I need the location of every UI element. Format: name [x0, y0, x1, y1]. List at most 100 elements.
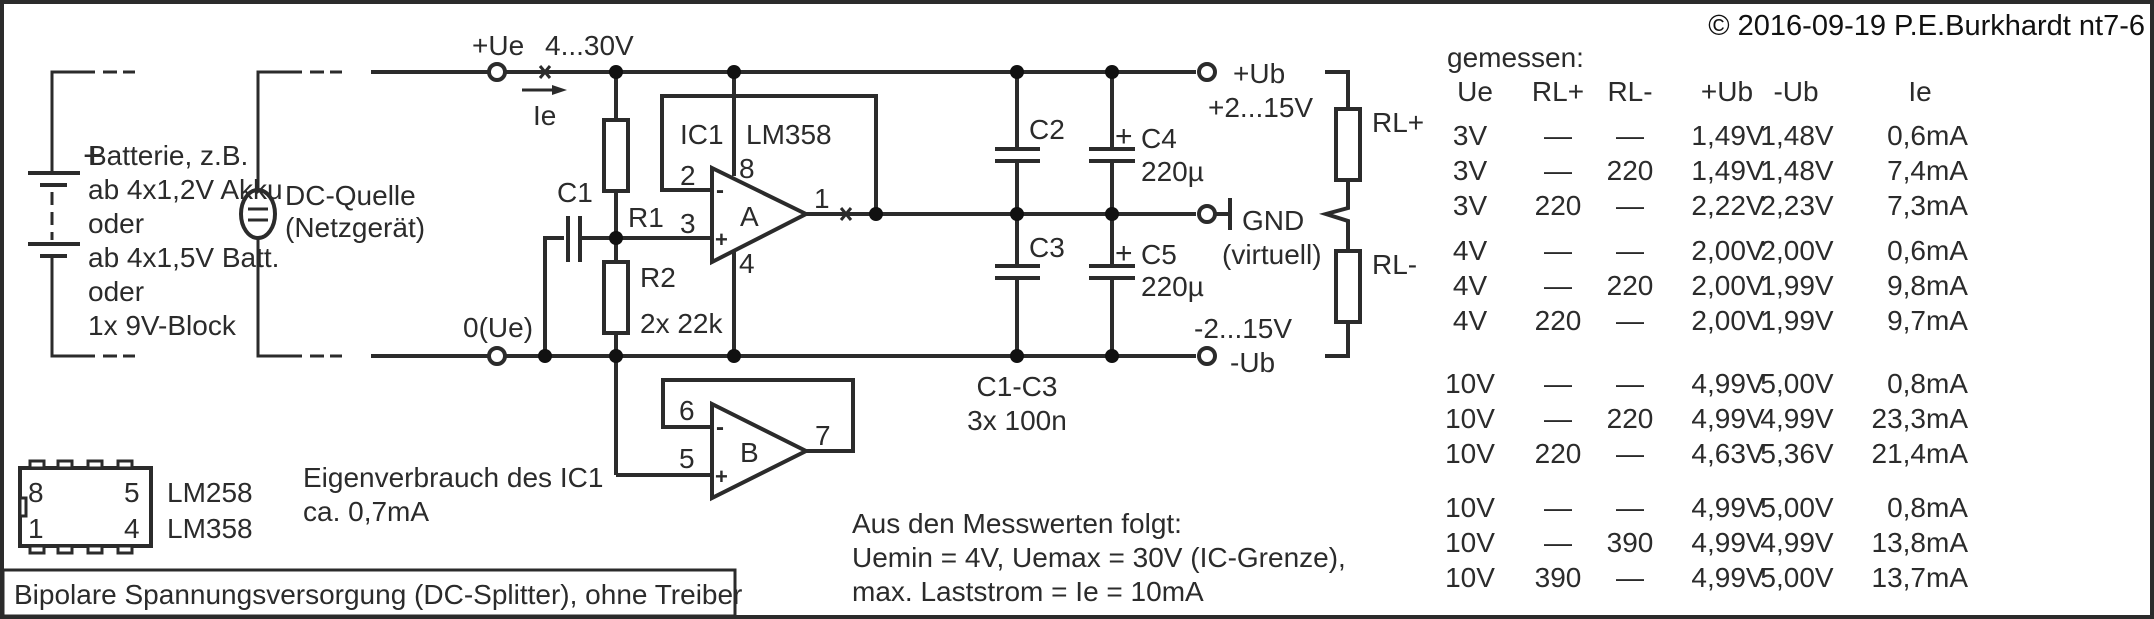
table-cell: 1,48V: [1760, 155, 1833, 186]
table-cell: 13,8mA: [1872, 527, 1969, 558]
table-cell: 5,36V: [1760, 438, 1833, 469]
table-cell: 10V: [1445, 438, 1495, 469]
dip-package-icon: [18, 459, 153, 555]
table-cell: —: [1544, 492, 1572, 523]
opamp-a: [710, 164, 811, 266]
package-pin-5: 5: [124, 477, 140, 508]
r1-label: R1: [628, 202, 664, 233]
table-cell: 1,49V: [1691, 120, 1764, 151]
table-heading: gemessen:: [1447, 42, 1584, 73]
table-cell: —: [1544, 155, 1572, 186]
battery-plus-sign: +: [83, 137, 103, 175]
page-title: Bipolare Spannungsversorgung (DC-Splitte…: [14, 579, 742, 610]
ic1-label: IC1: [680, 119, 724, 150]
table-header: -Ub: [1773, 76, 1818, 107]
table-cell: 2,00V: [1691, 270, 1764, 301]
table-cell: 1,49V: [1691, 155, 1764, 186]
c-group-label: C1-C3: [977, 371, 1058, 402]
table-cell: 2,22V: [1691, 190, 1764, 221]
table-cell: 4,99V: [1691, 562, 1764, 593]
pin-6: 6: [679, 395, 695, 426]
input-range-label: 4...30V: [545, 30, 634, 61]
resistor-r1: [602, 118, 630, 193]
battery-line: oder: [88, 208, 144, 239]
opamp-a-plus: +: [715, 227, 728, 252]
rl-plus-label: RL+: [1372, 107, 1424, 138]
c4-plus: +: [1115, 120, 1133, 153]
table-cell: 3V: [1453, 190, 1488, 221]
terminal-plus-ue: [487, 62, 507, 82]
load-resistors: [1318, 70, 1362, 358]
table-cell: 1,99V: [1760, 270, 1833, 301]
pin-3: 3: [680, 208, 696, 239]
table-cell: 7,3mA: [1887, 190, 1968, 221]
battery-line: ab 4x1,2V Akku: [88, 174, 283, 205]
conclusion-note: max. Laststrom = Ie = 10mA: [852, 576, 1204, 607]
package-pin-8: 8: [28, 477, 44, 508]
battery-line: 1x 9V-Block: [88, 310, 237, 341]
battery-line: Batterie, z.B.: [88, 140, 248, 171]
table-cell: —: [1616, 562, 1644, 593]
package-name: LM258: [167, 477, 253, 508]
table-cell: 220: [1535, 305, 1582, 336]
table-cell: 4,99V: [1760, 403, 1833, 434]
table-cell: 10V: [1445, 368, 1495, 399]
gnd-label: GND: [1242, 205, 1304, 236]
table-header: RL-: [1607, 76, 1652, 107]
table-cell: 23,3mA: [1872, 403, 1969, 434]
dc-source-label: (Netzgerät): [285, 212, 425, 243]
capacitor-c5: [1089, 264, 1135, 280]
plus-ub-label: +Ub: [1233, 58, 1285, 89]
table-cell: 220: [1607, 270, 1654, 301]
capacitor-c4: [1089, 147, 1135, 163]
table-cell: 3V: [1453, 120, 1488, 151]
r2-label: R2: [640, 262, 676, 293]
junction-dots: [538, 65, 1119, 363]
c2-label: C2: [1029, 114, 1065, 145]
table-cell: 4,99V: [1691, 403, 1764, 434]
table-cell: 390: [1607, 527, 1654, 558]
capacitor-c3: [995, 264, 1040, 280]
table-cell: 0,8mA: [1887, 492, 1968, 523]
measure-point-icon: [538, 65, 552, 79]
c3-label: C3: [1029, 232, 1065, 263]
pin-2: 2: [680, 160, 696, 191]
battery-line: ab 4x1,5V Batt.: [88, 242, 279, 273]
plus-ue-label: +Ue: [472, 30, 524, 61]
resistor-r2: [602, 260, 630, 335]
dc-source-symbol: [239, 70, 342, 358]
c5-value: 220µ: [1141, 271, 1204, 302]
table-header: Ie: [1908, 76, 1931, 107]
table-cell: 9,7mA: [1887, 305, 1968, 336]
table-cell: —: [1544, 235, 1572, 266]
consumption-note: ca. 0,7mA: [303, 496, 429, 527]
table-cell: 220: [1607, 155, 1654, 186]
rl-minus-label: RL-: [1372, 249, 1417, 280]
opamp-b-label: B: [740, 437, 759, 468]
table-cell: —: [1616, 190, 1644, 221]
table-cell: 1,99V: [1760, 305, 1833, 336]
conclusion-note: Uemin = 4V, Uemax = 30V (IC-Grenze),: [852, 542, 1346, 573]
r-value-label: 2x 22k: [640, 308, 723, 339]
pin-7: 7: [815, 420, 831, 451]
table-cell: 5,00V: [1760, 492, 1833, 523]
pin-5: 5: [679, 443, 695, 474]
table-cell: —: [1616, 438, 1644, 469]
plus-range-label: +2...15V: [1208, 92, 1313, 123]
table-cell: 220: [1535, 190, 1582, 221]
table-cell: 4,99V: [1691, 492, 1764, 523]
copyright: © 2016-09-19 P.E.Burkhardt nt7-6: [1708, 10, 2145, 42]
table-cell: 4V: [1453, 235, 1488, 266]
c-group-value: 3x 100n: [967, 405, 1067, 436]
title-box: [1, 568, 737, 618]
package-pin-4: 4: [124, 513, 140, 544]
table-cell: 5,00V: [1760, 562, 1833, 593]
table-cell: 13,7mA: [1872, 562, 1969, 593]
minus-range-label: -2...15V: [1194, 313, 1292, 344]
dc-source-label: DC-Quelle: [285, 180, 416, 211]
opamp-b: [710, 400, 811, 502]
table-cell: 2,23V: [1760, 190, 1833, 221]
table-cell: 390: [1535, 562, 1582, 593]
table-cell: 0,6mA: [1887, 120, 1968, 151]
